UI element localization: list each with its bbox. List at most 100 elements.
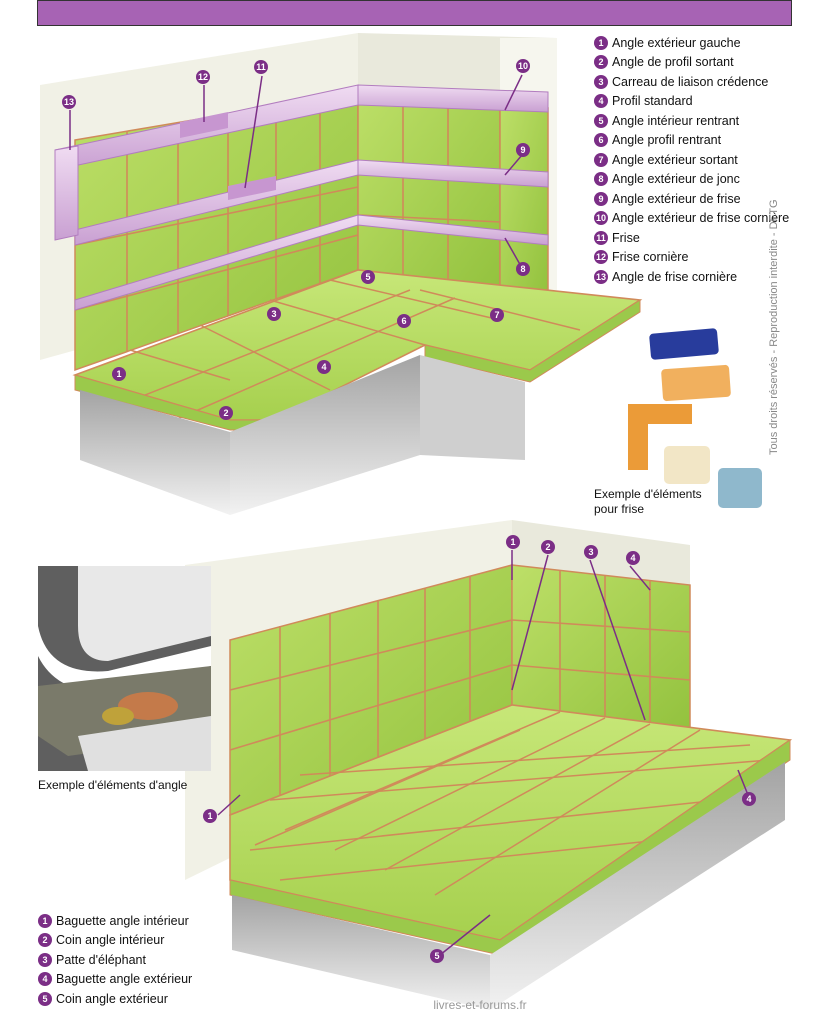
- frieze-caption: Exemple d'éléments pour frise: [594, 487, 702, 516]
- callout-badge: 3: [584, 545, 598, 559]
- legend-item: 7 Angle extérieur sortant: [594, 150, 789, 170]
- top-back-grid: [74, 99, 359, 352]
- legend-label: Coin angle intérieur: [56, 933, 165, 948]
- number-badge: 4: [38, 972, 52, 987]
- legend-label: Angle de profil sortant: [612, 55, 734, 70]
- frieze-sample-lightblue: [718, 468, 762, 508]
- top-frieze-12: [180, 112, 228, 138]
- number-badge: 4: [594, 94, 608, 109]
- copyright-notice: Tous droits réservés - Reproduction inte…: [768, 199, 780, 455]
- top-base-front: [230, 355, 420, 515]
- callout-badge: 5: [361, 270, 375, 284]
- top-base-right: [420, 355, 525, 460]
- number-badge: 2: [38, 933, 52, 948]
- number-badge: 3: [594, 74, 608, 89]
- callout-badge: 3: [267, 307, 281, 321]
- number-badge: 12: [594, 250, 608, 265]
- top-base-left: [80, 390, 230, 515]
- angle-elements-photo: [38, 566, 211, 771]
- frieze-sample-cream: [664, 446, 710, 484]
- number-badge: 13: [594, 269, 608, 284]
- bottom-base-front: [232, 895, 490, 1010]
- callout-badge: 4: [317, 360, 331, 374]
- legend-label: Angle de frise cornière: [612, 269, 738, 284]
- legend-label: Baguette angle extérieur: [56, 972, 193, 987]
- bottom-counter-front: [229, 739, 791, 956]
- legend-item: 13 Angle de frise cornière: [594, 267, 789, 287]
- callout-badge: 12: [196, 70, 210, 84]
- number-badge: 1: [38, 913, 52, 928]
- number-badge: 3: [38, 952, 52, 967]
- legend-item: 1 Baguette angle intérieur: [38, 911, 192, 931]
- callout-badge: 5: [430, 949, 444, 963]
- top-scene: [40, 33, 762, 515]
- bottom-back-grid: [229, 576, 513, 796]
- legend-item: 1 Angle extérieur gauche: [594, 33, 789, 53]
- callout-lines: [69, 74, 749, 956]
- number-badge: 6: [594, 133, 608, 148]
- legend-item: 4 Baguette angle extérieur: [38, 970, 192, 990]
- top-frieze-11: [228, 176, 276, 200]
- top-frieze-upper-side: [357, 84, 549, 113]
- top-side-grid: [357, 95, 501, 283]
- legend-item: 11 Frise: [594, 228, 789, 248]
- legend-label: Angle extérieur gauche: [612, 35, 741, 50]
- top-frieze-corner-piece: [54, 145, 79, 241]
- callout-badge: 7: [490, 308, 504, 322]
- frieze-sample-blue: [649, 328, 719, 360]
- callout-badge: 2: [541, 540, 555, 554]
- callout-badge: 1: [112, 367, 126, 381]
- legend-label: Angle extérieur sortant: [612, 152, 738, 167]
- callout-badge: 4: [626, 551, 640, 565]
- legend-label: Frise cornière: [612, 250, 689, 265]
- legend-label: Angle profil rentrant: [612, 133, 722, 148]
- top-banner: [37, 0, 792, 26]
- legend-label: Baguette angle intérieur: [56, 913, 189, 928]
- bottom-legend: 1 Baguette angle intérieur 2 Coin angle in…: [38, 911, 192, 1009]
- number-badge: 7: [594, 152, 608, 167]
- legend-item: 8 Angle extérieur de jonc: [594, 170, 789, 190]
- callout-badge: 11: [254, 60, 268, 74]
- legend-item: 12 Frise cornière: [594, 248, 789, 268]
- legend-item: 5 Angle intérieur rentrant: [594, 111, 789, 131]
- angle-caption: Exemple d'éléments d'angle: [38, 778, 188, 792]
- bottom-base-right: [490, 762, 785, 1010]
- callout-badge: 6: [397, 314, 411, 328]
- legend-item: 2 Coin angle intérieur: [38, 931, 192, 951]
- legend-item: 10 Angle extérieur de frise cornière: [594, 209, 789, 229]
- callout-badge: 8: [516, 262, 530, 276]
- callout-badge: 2: [219, 406, 233, 420]
- watermark: livres-et-forums.fr: [433, 998, 527, 1012]
- bottom-counter-grid: [249, 711, 771, 896]
- callout-badge: 1: [203, 809, 217, 823]
- top-frieze-mid-side: [357, 159, 549, 188]
- number-badge: 9: [594, 191, 608, 206]
- legend-label: Carreau de liaison crédence: [612, 74, 769, 89]
- callout-badge: 4: [742, 792, 756, 806]
- legend-label: Angle intérieur rentrant: [612, 113, 740, 128]
- legend-label: Angle extérieur de frise: [612, 191, 741, 206]
- legend-label: Angle extérieur de jonc: [612, 172, 740, 187]
- number-badge: 10: [594, 211, 608, 226]
- callout-badge: 1: [506, 535, 520, 549]
- frieze-sample-orange-light: [661, 364, 731, 402]
- number-badge: 11: [594, 230, 608, 245]
- top-side-tiles: [357, 91, 501, 291]
- number-badge: 8: [594, 172, 608, 187]
- number-badge: 5: [594, 113, 608, 128]
- legend-label: Angle extérieur de frise cornière: [612, 211, 790, 226]
- legend-item: 9 Angle extérieur de frise: [594, 189, 789, 209]
- legend-label: Frise: [612, 230, 640, 245]
- callout-badge: 9: [516, 143, 530, 157]
- legend-item: 6 Angle profil rentrant: [594, 131, 789, 151]
- bottom-scene: [185, 520, 793, 1010]
- number-badge: 1: [594, 35, 608, 50]
- callout-badge: 13: [62, 95, 76, 109]
- callout-badge: 10: [516, 59, 530, 73]
- legend-label: Patte d'éléphant: [56, 952, 146, 967]
